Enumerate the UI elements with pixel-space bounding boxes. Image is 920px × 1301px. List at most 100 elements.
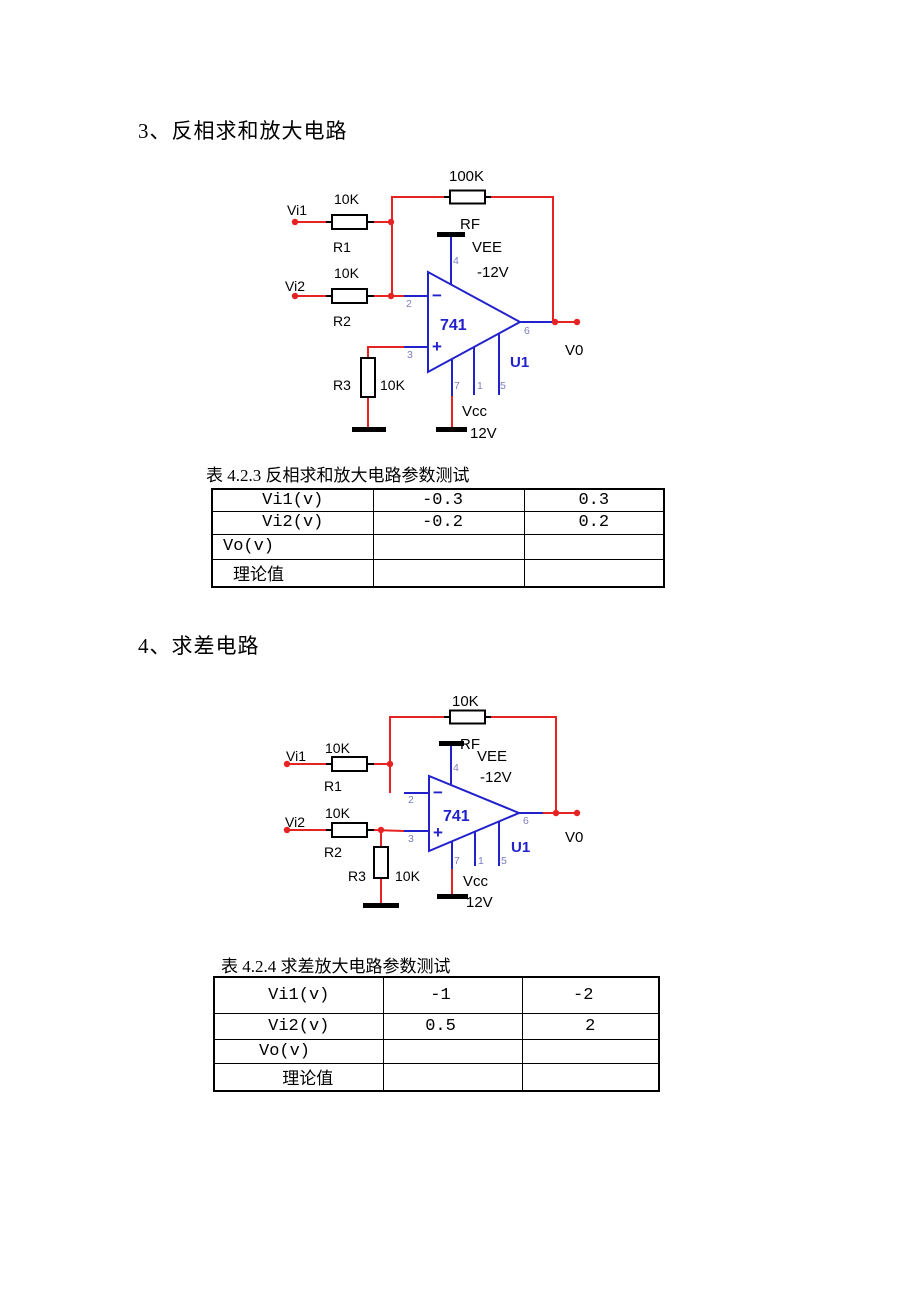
rf-value-label: 100K	[449, 168, 484, 185]
r3-value-label: 10K	[380, 377, 406, 393]
resistor-r1	[331, 756, 368, 772]
table-row: 理论值	[211, 558, 665, 587]
red-wires	[287, 716, 577, 903]
opamp-triangle	[428, 774, 522, 853]
vi1-terminal	[283, 760, 291, 768]
output-terminal	[573, 318, 581, 326]
pin5-number: 5	[500, 380, 506, 392]
circuit-diagram-summing-amplifier: 100K RF Vi1 10K R1 Vi2 10K R2 R3 10K VEE…	[285, 168, 583, 442]
pin6-number: 6	[524, 325, 530, 337]
r3-value-label: 10K	[395, 868, 421, 884]
blue-pin-wires	[404, 746, 543, 869]
opamp-ref-label: U1	[510, 354, 529, 371]
opamp-triangle	[427, 270, 523, 374]
sum-node-dot2	[387, 292, 395, 300]
pin4-number: 4	[453, 255, 459, 267]
table-row: Vi1(v) -1 -2	[213, 976, 660, 1014]
table1-caption: 表 4.2.3 反相求和放大电路参数测试	[206, 466, 470, 485]
opamp-ref-label: U1	[511, 839, 530, 856]
value-cell[interactable]: -0.3	[372, 488, 525, 512]
vi1-label: Vi1	[287, 202, 307, 218]
vee-rail-icon	[437, 232, 465, 237]
table-row: 理论值	[213, 1062, 660, 1091]
section3-heading: 3、反相求和放大电路	[138, 119, 348, 143]
circuit-diagram-difference-amplifier: 10K RF Vi1 10K R1 Vi2 10K R2 R3 10K VEE …	[283, 693, 583, 911]
table-row: Vo(v)	[211, 533, 665, 560]
row-label: Vi1(v)	[213, 976, 384, 1014]
node-dot	[386, 760, 394, 768]
row-label: Vi2(v)	[211, 510, 374, 535]
feedback-wire-left	[389, 716, 444, 793]
pin3-wire	[367, 346, 404, 358]
vcc-name-label: Vcc	[462, 403, 488, 420]
resistor-r1	[331, 214, 368, 230]
value-cell[interactable]	[523, 558, 665, 587]
r1-value-label: 10K	[325, 740, 351, 756]
vi2-terminal	[283, 826, 291, 834]
sum-node-dot	[387, 218, 395, 226]
value-cell[interactable]	[521, 1038, 660, 1064]
vee-name-label: VEE	[477, 748, 507, 765]
value-cell[interactable]	[382, 1038, 523, 1064]
r1-value-label: 10K	[334, 191, 360, 207]
row-label: 理论值	[213, 1062, 384, 1091]
vcc-rail-icon	[437, 894, 468, 899]
vi2-label: Vi2	[285, 278, 305, 294]
feedback-wire-left	[391, 196, 444, 297]
r2-name-label: R2	[324, 844, 342, 860]
r2-value-label: 10K	[325, 805, 351, 821]
table-4-2-4: Vi1(v) -1 -2 Vi2(v) 0.5 2 Vo(v) 理论值	[213, 976, 660, 1092]
resistor-rf	[449, 189, 486, 205]
junction-dots	[291, 218, 581, 326]
resistor-r3	[360, 357, 376, 398]
table-row: Vo(v)	[213, 1038, 660, 1064]
output-node-dot	[551, 318, 559, 326]
value-cell[interactable]: -1	[382, 976, 523, 1014]
r1-name-label: R1	[333, 239, 351, 255]
inverting-input-sign: −	[433, 783, 443, 802]
value-cell[interactable]: -2	[521, 976, 660, 1014]
section4-heading: 4、求差电路	[138, 634, 260, 658]
row-label: 理论值	[211, 558, 374, 587]
value-cell[interactable]: 0.3	[523, 488, 665, 512]
vee-value-label: -12V	[477, 264, 509, 281]
pin1-number: 1	[477, 380, 483, 392]
vee-rail-icon	[439, 741, 464, 746]
vee-value-label: -12V	[480, 769, 512, 786]
pin3-number: 3	[408, 833, 414, 845]
value-cell[interactable]	[523, 533, 665, 560]
value-cell[interactable]	[372, 558, 525, 587]
pin1-number: 1	[478, 855, 484, 867]
row-label: Vi2(v)	[213, 1012, 384, 1040]
row-label: Vo(v)	[211, 533, 374, 560]
vcc-rail-icon	[436, 427, 467, 432]
ground-icon	[352, 427, 386, 432]
value-cell[interactable]: 0.5	[382, 1012, 523, 1040]
table-row: Vi1(v) -0.3 0.3	[211, 488, 665, 512]
vcc-value-label: 12V	[466, 894, 493, 911]
vcc-value-label: 12V	[470, 425, 497, 442]
value-cell[interactable]: 0.2	[523, 510, 665, 535]
r2-name-label: R2	[333, 313, 351, 329]
pin6-number: 6	[523, 815, 529, 827]
pin2-number: 2	[408, 794, 414, 806]
opamp-model-label: 741	[440, 317, 467, 334]
vi2-label: Vi2	[285, 814, 305, 830]
output-label: V0	[565, 829, 583, 846]
pin2-number: 2	[406, 298, 412, 310]
rf-value-label: 10K	[452, 693, 479, 710]
value-cell[interactable]	[521, 1062, 660, 1091]
vi1-label: Vi1	[286, 748, 306, 764]
value-cell[interactable]	[372, 533, 525, 560]
value-cell[interactable]: -0.2	[372, 510, 525, 535]
inverting-input-sign: −	[432, 286, 442, 305]
value-cell[interactable]	[382, 1062, 523, 1091]
table-4-2-3: Vi1(v) -0.3 0.3 Vi2(v) -0.2 0.2 Vo(v) 理论…	[211, 488, 665, 588]
value-cell[interactable]: 2	[521, 1012, 660, 1040]
rf-name-label: RF	[460, 216, 480, 233]
pin7-number: 7	[454, 380, 460, 392]
ground-icon	[363, 903, 399, 908]
blue-pin-wires	[404, 237, 553, 396]
noninverting-input-sign: +	[433, 823, 443, 842]
resistor-r2	[331, 288, 368, 304]
